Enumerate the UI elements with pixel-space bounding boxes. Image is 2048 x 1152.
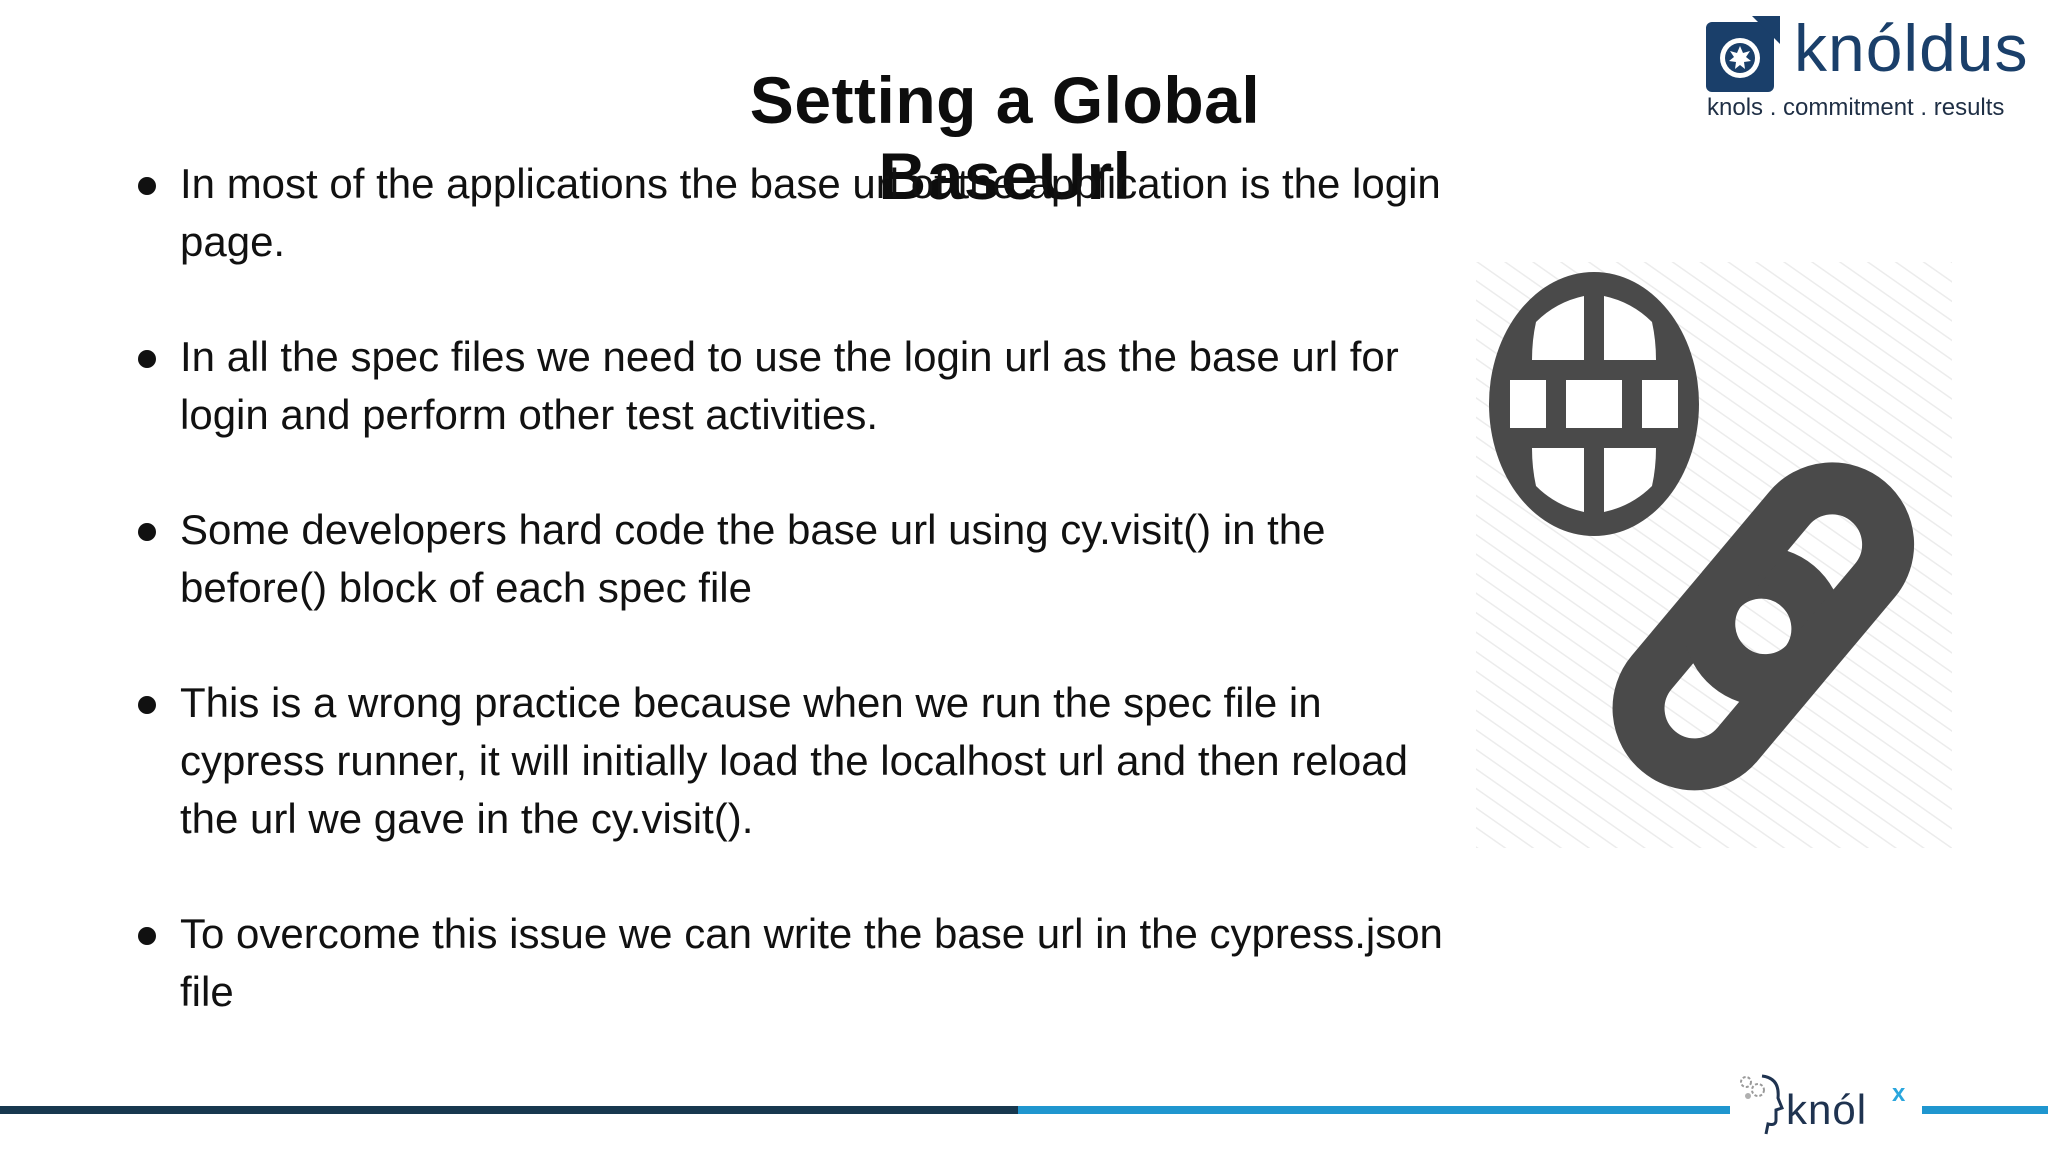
bullet-dot (138, 696, 156, 714)
bullet-text: To overcome this issue we can write the … (180, 910, 1443, 1015)
logo-wordmark: knóldus (1794, 11, 2029, 85)
knolx-wordmark: knól (1786, 1086, 1868, 1133)
bullet-dot (138, 927, 156, 945)
bullet-item: This is a wrong practice because when we… (134, 674, 1474, 848)
bullet-text: In all the spec files we need to use the… (180, 333, 1399, 438)
bullet-dot (138, 177, 156, 195)
footer-bar-dark (0, 1106, 1018, 1114)
bullet-item: To overcome this issue we can write the … (134, 905, 1474, 1021)
globe-icon (1489, 272, 1699, 536)
footer-bar-light (1018, 1106, 2048, 1114)
knoldus-logo: knóldus knols . commitment . results (1706, 11, 2028, 126)
bullet-text: This is a wrong practice because when we… (180, 679, 1408, 842)
bullet-dot (138, 523, 156, 541)
logo-tagline: knols . commitment . results (1707, 94, 2005, 121)
bullet-dot (138, 350, 156, 368)
knolx-logo: knól x (1730, 1056, 1922, 1152)
globe-link-illustration (1476, 262, 1952, 848)
bullet-text: Some developers hard code the base url u… (180, 506, 1326, 611)
slide-title: Setting a Global BaseUrl (749, 63, 1261, 213)
knolx-superscript: x (1892, 1080, 1906, 1107)
head-gears-icon (1740, 1074, 1784, 1135)
bullet-item: Some developers hard code the base url u… (134, 501, 1474, 617)
bullet-list: In most of the applications the base url… (134, 155, 1474, 1078)
bullet-item: In most of the applications the base url… (134, 155, 1474, 271)
bullet-item: In all the spec files we need to use the… (134, 328, 1474, 444)
bullet-text: In most of the applications the base url… (180, 160, 1441, 265)
chain-link-icon (1612, 462, 1915, 791)
knoldus-emblem-icon (1706, 16, 1780, 92)
